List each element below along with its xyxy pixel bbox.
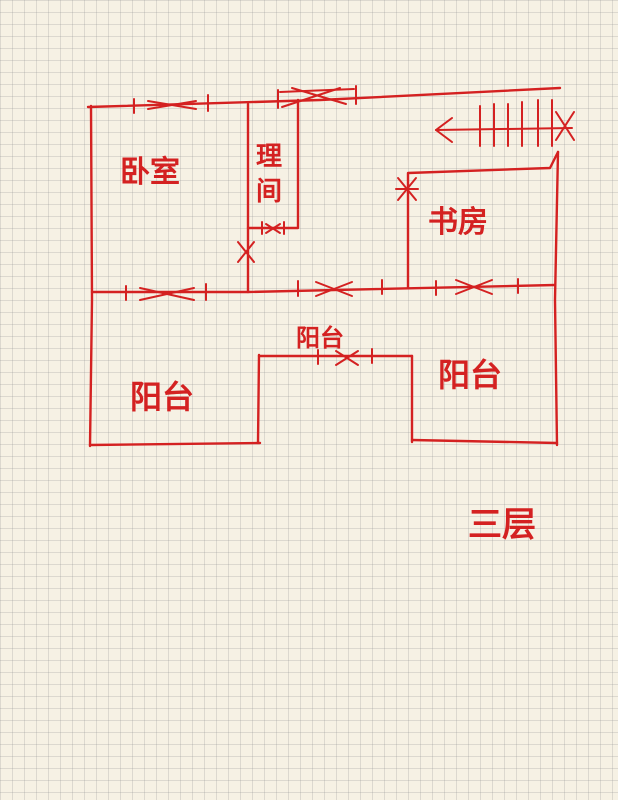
label-balcony-left: 阳台 bbox=[130, 378, 194, 416]
notch-left-wall bbox=[256, 353, 261, 445]
label-storage-1: 理 bbox=[256, 142, 282, 172]
label-floor: 三层 bbox=[468, 505, 536, 545]
study-walls bbox=[406, 150, 560, 290]
window-middle-center bbox=[297, 279, 383, 297]
label-study: 书房 bbox=[428, 205, 488, 240]
window-middle-left bbox=[125, 283, 207, 301]
label-balcony-middle: 阳台 bbox=[296, 324, 344, 352]
bottom-left-wall bbox=[88, 441, 262, 447]
window-storage-bottom bbox=[261, 221, 285, 235]
label-storage-2: 间 bbox=[256, 177, 282, 207]
bottom-right-wall bbox=[410, 438, 559, 445]
door-study bbox=[395, 177, 419, 201]
staircase bbox=[435, 99, 575, 147]
window-top-left bbox=[133, 94, 209, 114]
left-wall bbox=[88, 104, 94, 448]
window-notch-top bbox=[317, 348, 373, 366]
door-storage bbox=[237, 241, 255, 263]
window-top-center bbox=[277, 85, 357, 109]
right-wall bbox=[553, 150, 560, 447]
label-balcony-right: 阳台 bbox=[438, 356, 502, 394]
label-bedroom: 卧室 bbox=[120, 155, 180, 190]
window-middle-right bbox=[435, 278, 519, 296]
